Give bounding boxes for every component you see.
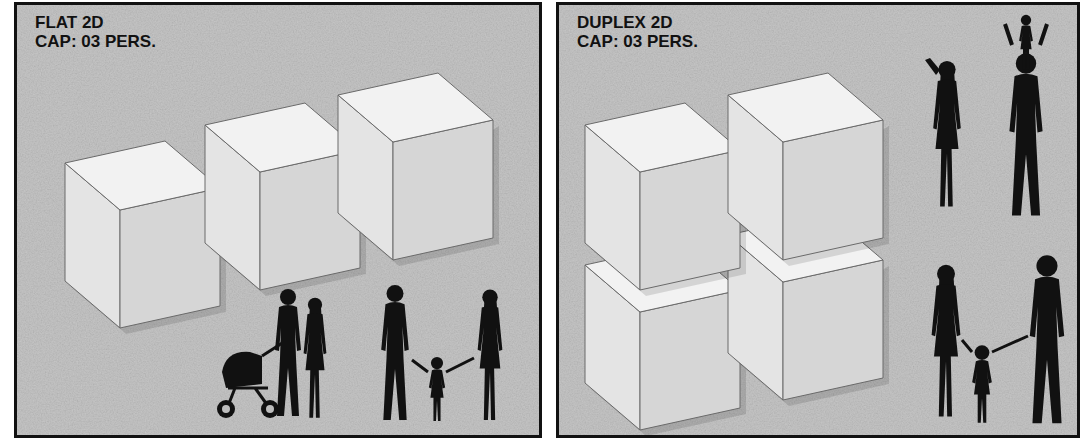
cube-face	[338, 73, 493, 142]
cube-face	[585, 103, 740, 172]
panel-ground	[14, 2, 542, 438]
unit-type: DUPLEX 2D	[577, 13, 672, 32]
cube-face	[640, 290, 740, 430]
cube-face	[205, 103, 360, 172]
cube-face	[728, 73, 883, 142]
panel-texture	[556, 2, 1080, 438]
cube-face	[783, 260, 883, 400]
capacity-label: CAP: 03 PERS.	[35, 32, 156, 51]
capacity-label: CAP: 03 PERS.	[577, 32, 698, 51]
unit-type: FLAT 2D	[35, 13, 104, 32]
cubes	[65, 73, 889, 436]
panel-texture	[14, 2, 542, 438]
cube-face	[783, 120, 883, 260]
panel-heading: DUPLEX 2DCAP: 03 PERS.	[577, 13, 698, 51]
panel-frame: DUPLEX 2DCAP: 03 PERS.	[556, 2, 1080, 438]
silhouettes	[217, 15, 1064, 423]
panel-ground	[556, 2, 1080, 438]
cube-face	[65, 141, 220, 210]
cube-face	[393, 120, 493, 260]
cube-face	[640, 150, 740, 290]
panel-frame: FLAT 2DCAP: 03 PERS.	[14, 2, 542, 438]
panel-heading: FLAT 2DCAP: 03 PERS.	[35, 13, 156, 51]
